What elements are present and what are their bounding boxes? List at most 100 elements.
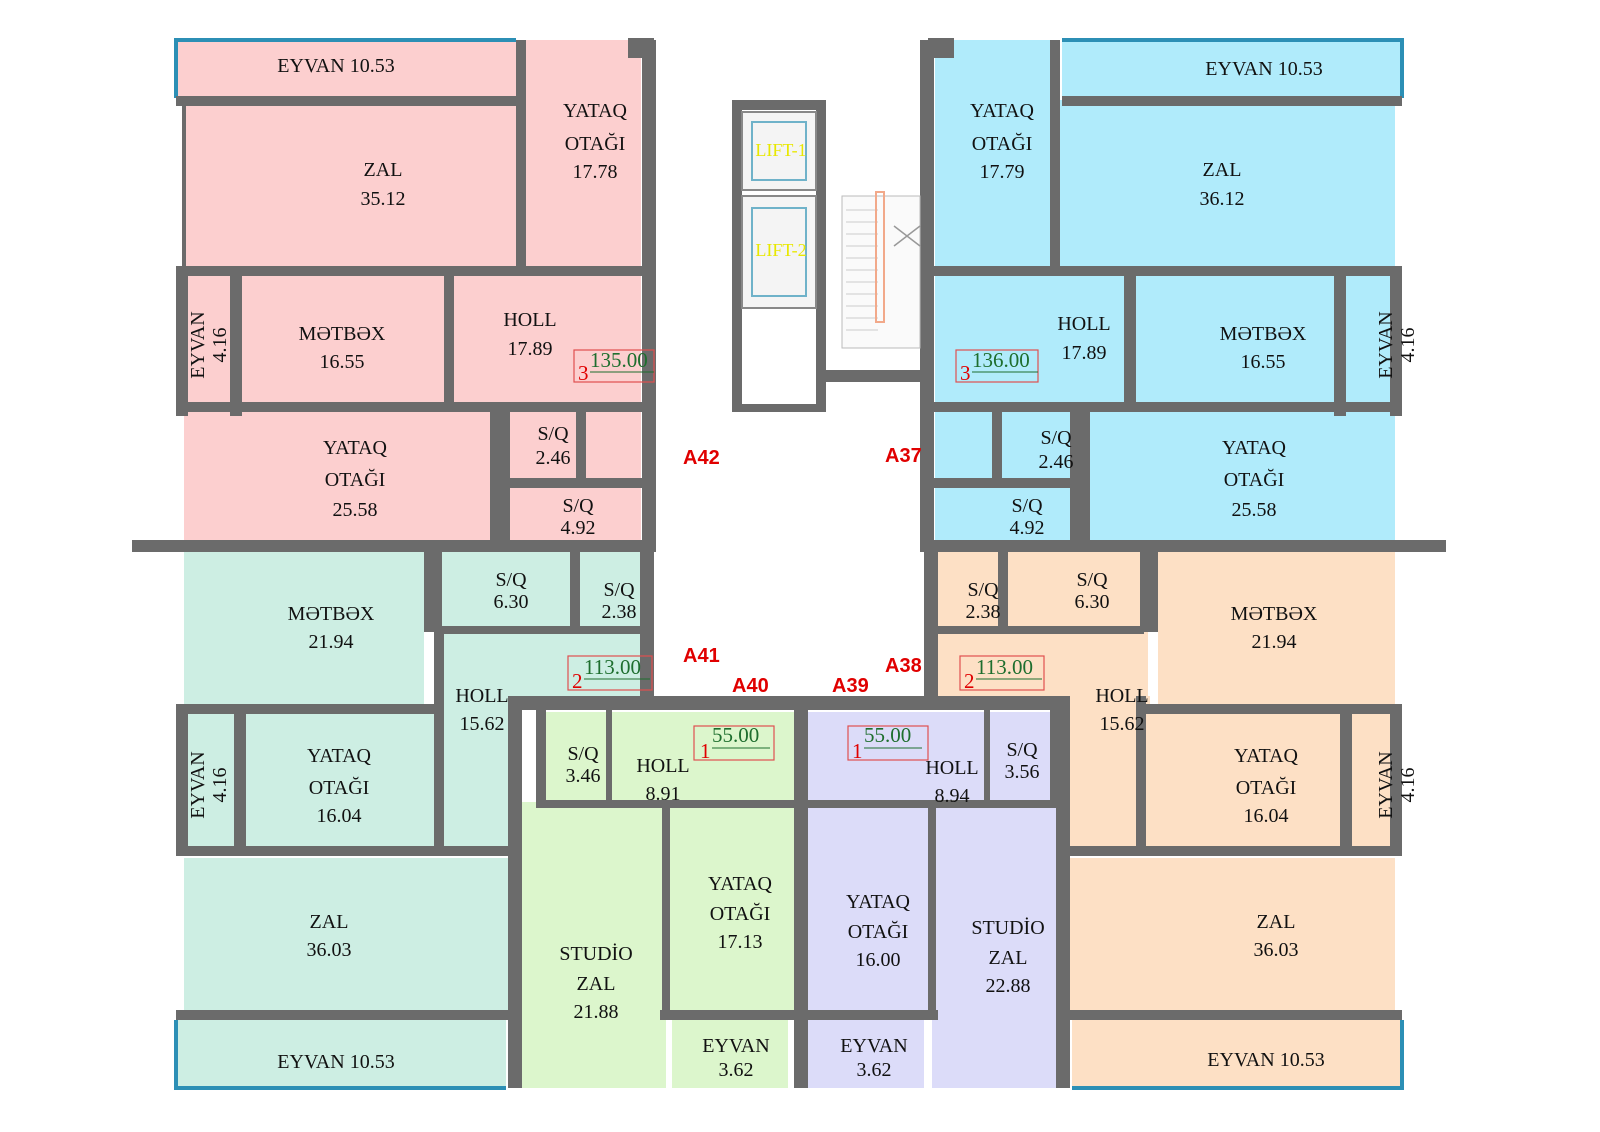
- walls: [132, 38, 1446, 1088]
- fill-a41-holl: [442, 632, 644, 696]
- lift-2-cabin: [741, 195, 817, 309]
- fill-a41-sq-small: [578, 552, 644, 632]
- wall-left-ext-2: [176, 704, 188, 854]
- wall-a38-eyvan-left: [1340, 704, 1352, 854]
- wall-a41-studio-left: [508, 696, 522, 1088]
- wall-a37-sq-right: [1070, 402, 1090, 540]
- room-area: 8.91: [646, 783, 681, 805]
- stair-well: [841, 195, 921, 349]
- room-name: HOLL: [636, 755, 689, 777]
- fill-a41-zal: [184, 858, 514, 1010]
- room-name: EYVAN: [187, 751, 209, 818]
- fill-a37-zal: [1060, 100, 1395, 273]
- fill-a37-sq2: [935, 484, 1085, 540]
- room-name: EYVAN: [840, 1035, 907, 1057]
- fill-a39-sq: [988, 712, 1050, 802]
- wall-a41-row: [176, 704, 440, 714]
- room-name-line2: OTAĞI: [1236, 776, 1297, 799]
- room-name: S/Q: [1011, 495, 1043, 517]
- fill-a40-holl: [610, 712, 795, 802]
- fill-a38-metbex: [1158, 552, 1395, 712]
- room-name: S/Q: [1040, 427, 1072, 449]
- fill-a38-yataq: [1150, 712, 1340, 852]
- room-name: S/Q: [495, 569, 527, 591]
- total-room-count: 3: [960, 361, 971, 385]
- room-name: YATAQ: [1222, 437, 1287, 459]
- room-name: YATAQ: [970, 100, 1035, 122]
- total-room-count: 1: [852, 739, 863, 763]
- wall-studio-center: [794, 696, 808, 1088]
- wall-mid-left-stub: [132, 540, 184, 552]
- room-name: EYVAN 10.53: [1207, 1049, 1324, 1071]
- wall-a38-core: [924, 552, 938, 702]
- total-room-count: 2: [572, 669, 583, 693]
- apartment-codes: A42 A37 A41 A38 A40 A39: [683, 445, 922, 697]
- wall-stair-bottom: [826, 370, 920, 382]
- room-area: 3.62: [719, 1059, 754, 1081]
- room-area: 4.16: [209, 768, 231, 803]
- room-area: 4.16: [1397, 328, 1419, 363]
- wall-a39-sq-left: [984, 710, 990, 802]
- room-name: YATAQ: [323, 437, 388, 459]
- room-name: ZAL: [1203, 159, 1242, 181]
- room-area: 35.12: [361, 188, 406, 210]
- room-name: ZAL: [1257, 911, 1296, 933]
- room-name: STUDİO: [559, 942, 632, 965]
- fill-a42-sq1: [508, 406, 580, 484]
- wall-top-right-balcony: [1062, 96, 1402, 106]
- room-area: 25.58: [333, 499, 378, 521]
- wall-a37-eyvan-left: [1334, 266, 1346, 416]
- fill-a39-yataq: [808, 802, 932, 1020]
- room-area: 16.55: [320, 351, 365, 373]
- room-area: 2.38: [602, 601, 637, 623]
- stair-treads: [846, 209, 878, 331]
- room-area: 17.78: [573, 161, 618, 183]
- apartment-code-a37: A37: [885, 445, 922, 467]
- total-room-count: 3: [578, 361, 589, 385]
- room-area: 3.56: [1005, 761, 1040, 783]
- fill-a42-yataq-top: [516, 40, 641, 273]
- wall-a42-sq-left: [490, 402, 510, 540]
- room-name: HOLL: [503, 309, 556, 331]
- wall-a40-yataq-left: [662, 808, 670, 1020]
- room-name: EYVAN: [187, 311, 209, 378]
- room-area: 36.03: [1254, 939, 1299, 961]
- room-name: YATAQ: [708, 873, 773, 895]
- lift-2-label: LIFT-2: [755, 240, 806, 260]
- fill-a41-eyvan-bottom: [176, 1020, 506, 1088]
- room-name: MƏTBƏX: [1231, 603, 1318, 625]
- fill-a42-eyvan-top: [176, 40, 516, 96]
- lift-1-label: LIFT-1: [755, 140, 806, 160]
- fill-a40-studio: [522, 802, 666, 1088]
- room-area: 22.88: [986, 975, 1031, 997]
- fill-a38-holl: [938, 632, 1148, 696]
- wall-a41-metbex-right: [424, 552, 442, 632]
- room-name: S/Q: [537, 423, 569, 445]
- outline-top-left: [174, 38, 516, 98]
- room-area: 16.04: [317, 805, 362, 827]
- fill-a40-sq: [544, 712, 610, 802]
- room-fills: [176, 40, 1402, 1088]
- fill-a37-yataq-top: [935, 40, 1060, 273]
- room-area: 4.16: [1397, 768, 1419, 803]
- room-name: EYVAN: [702, 1035, 769, 1057]
- wall-mid-right: [928, 540, 1394, 552]
- room-name: ZAL: [364, 159, 403, 181]
- fill-a42-holl-ext: [580, 406, 641, 484]
- room-name: EYVAN 10.53: [1205, 58, 1322, 80]
- fill-a41-metbex: [184, 552, 424, 712]
- wall-a38-row: [1136, 704, 1402, 714]
- lift-1-cabin: [741, 111, 817, 191]
- wall-a39-row: [806, 800, 1058, 808]
- room-name: HOLL: [1057, 313, 1110, 335]
- wall-right-ext-1: [1390, 266, 1402, 416]
- wall-a41-zal-top: [176, 846, 516, 856]
- wall-a42-sq-right: [576, 402, 586, 484]
- room-area: 2.46: [1039, 451, 1074, 473]
- wall-a40-sq-right: [606, 710, 612, 802]
- stair-handrail: [875, 191, 885, 323]
- room-name-line2: ZAL: [577, 973, 616, 995]
- total-area-value: 55.00: [864, 723, 911, 747]
- wall-a37-metbex-left: [1124, 276, 1136, 406]
